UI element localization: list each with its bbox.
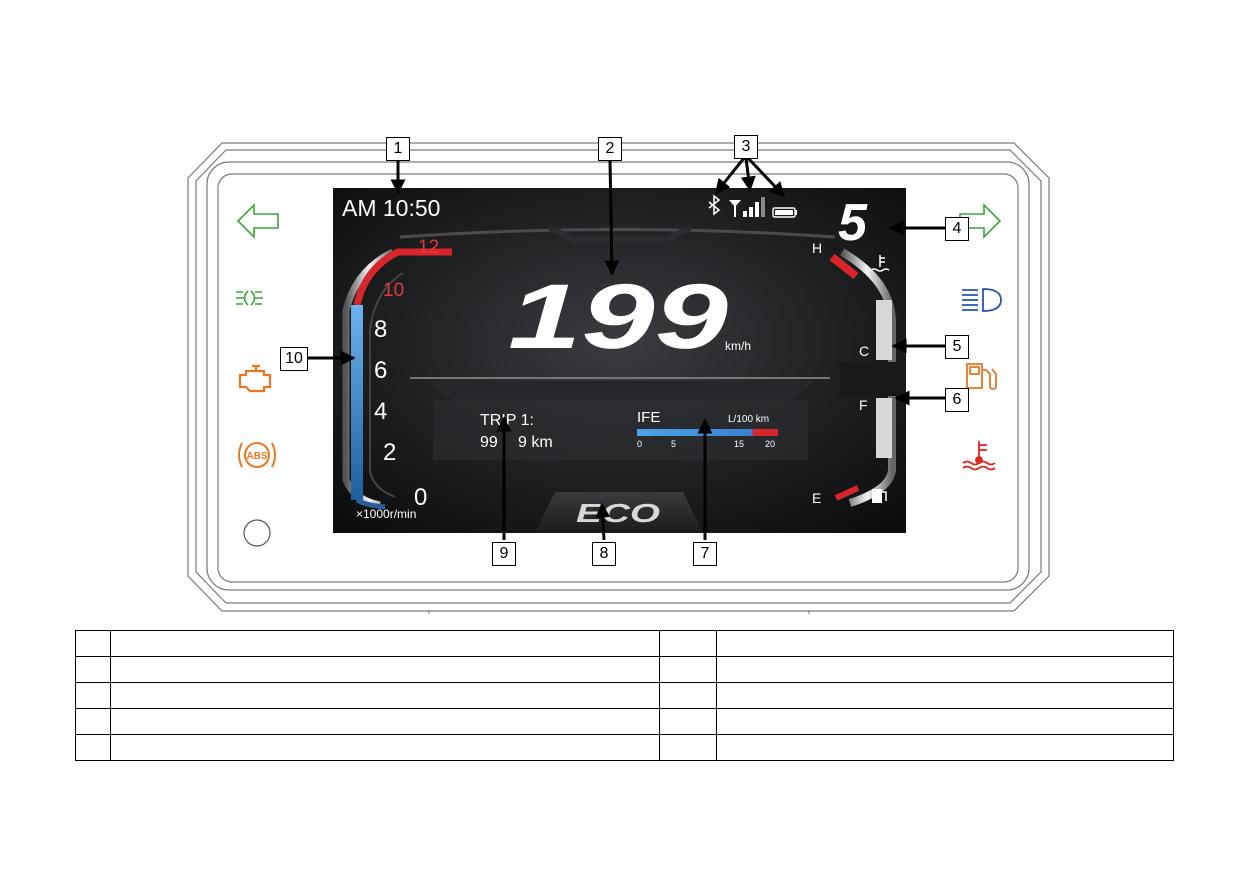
callout-3: 3 (734, 135, 758, 159)
eco-mode-label: ECO (576, 498, 660, 528)
callout-2: 2 (598, 137, 622, 161)
legend-cell (110, 734, 660, 761)
legend-row (75, 630, 1174, 657)
legend-cell (110, 656, 660, 683)
trip-value-left: 99 (480, 434, 498, 451)
ife-tick-label: 15 (734, 439, 744, 449)
position-lamp-icon (236, 290, 263, 306)
legend-cell (716, 630, 1174, 657)
eco-panel (535, 492, 703, 533)
legend-cell (75, 630, 111, 657)
temp-fuel-gauge (829, 248, 906, 507)
speed-unit: km/h (725, 339, 751, 353)
signal-strength-icon (729, 197, 765, 217)
callout-9: 9 (492, 542, 516, 566)
trip-label: TRIP 1: (480, 412, 534, 429)
legend-table (75, 630, 1174, 761)
gear-indicator: 5 (838, 194, 868, 252)
fuel-full-label: F (859, 397, 868, 413)
legend-cell (75, 656, 111, 683)
ife-bar (637, 429, 778, 436)
legend-cell (716, 734, 1174, 761)
speed-readout: 199 (508, 266, 728, 368)
ife-tick-label: 5 (671, 439, 676, 449)
legend-cell (716, 682, 1174, 709)
battery-icon (772, 207, 797, 218)
left-turn-signal-icon (236, 203, 279, 239)
high-beam-icon (962, 288, 1002, 312)
legend-cell (716, 708, 1174, 735)
bluetooth-icon (708, 194, 721, 216)
callout-arrows (307, 156, 945, 541)
blank-indicator-icon (243, 519, 271, 547)
engine-warning-icon (238, 364, 272, 393)
instrument-bezel (187, 142, 1050, 612)
svg-text:ABS: ABS (246, 451, 267, 462)
low-fuel-icon (966, 363, 997, 390)
clock-readout: AM 10:50 (342, 195, 440, 221)
legend-cell (75, 682, 111, 709)
ife-tick-label: 20 (765, 439, 775, 449)
legend-cell (659, 630, 717, 657)
legend-cell (110, 630, 660, 657)
legend-cell (659, 708, 717, 735)
legend-cell (659, 656, 717, 683)
legend-row (75, 656, 1174, 683)
callout-5: 5 (945, 335, 969, 359)
rpm-gauge (342, 248, 452, 510)
rpm-tick-label: 12 (418, 237, 439, 258)
ife-tick-label: 0 (637, 439, 642, 449)
callout-10: 10 (280, 347, 308, 371)
legend-cell (75, 708, 111, 735)
fuel-pump-small-icon (872, 489, 887, 503)
fuel-empty-label: E (812, 490, 821, 506)
rpm-unit-label: ×1000r/min (356, 507, 416, 521)
legend-row (75, 682, 1174, 709)
rpm-tick-label: 2 (383, 439, 396, 466)
callout-6: 6 (945, 388, 969, 412)
rpm-tick-label: 6 (374, 357, 387, 384)
callout-8: 8 (592, 542, 616, 566)
callout-4: 4 (945, 217, 969, 241)
legend-cell (110, 682, 660, 709)
legend-cell (659, 682, 717, 709)
callout-7: 7 (693, 542, 717, 566)
temp-high-label: H (812, 240, 822, 256)
legend-row (75, 734, 1174, 761)
coolant-temp-warning-icon (962, 441, 996, 471)
trip-value-right: 9 km (518, 434, 553, 451)
temp-low-label: C (859, 343, 869, 359)
abs-warning-icon: ABS (238, 442, 276, 468)
ife-label: IFE (637, 409, 660, 426)
rpm-tick-label: 0 (414, 484, 427, 511)
rpm-tick-label: 4 (374, 398, 387, 425)
lcd-screen (333, 188, 906, 533)
rpm-tick-label: 8 (374, 316, 387, 343)
legend-cell (75, 734, 111, 761)
legend-cell (659, 734, 717, 761)
legend-cell (716, 656, 1174, 683)
callout-1: 1 (386, 137, 410, 161)
legend-cell (110, 708, 660, 735)
rpm-tick-label: 10 (383, 280, 404, 301)
ife-unit: L/100 km (728, 414, 769, 425)
coolant-small-icon (870, 255, 890, 272)
dashboard-diagram: 12 10 8 6 4 2 0 ×1000r/min H C F E 5 199… (187, 142, 1050, 614)
legend-row (75, 708, 1174, 735)
